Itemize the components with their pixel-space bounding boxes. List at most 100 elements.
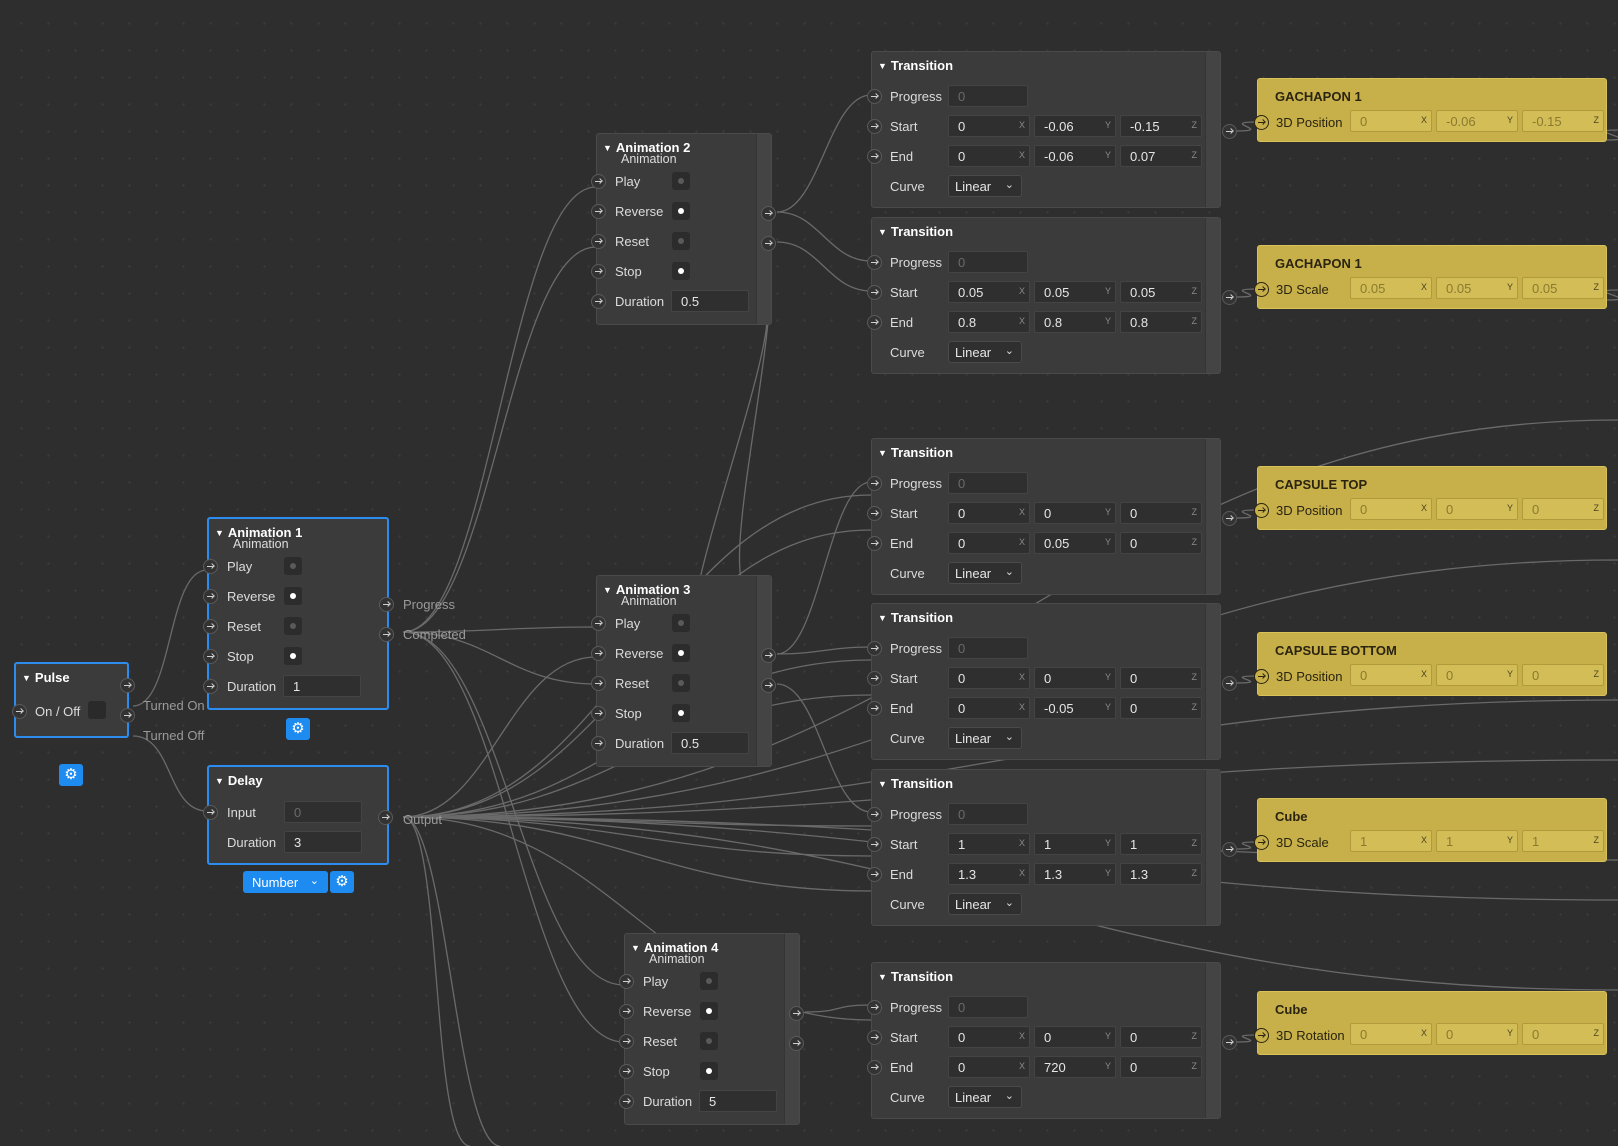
disclosure-triangle-icon[interactable]: ▼ (878, 61, 887, 71)
on-off-input-port[interactable] (12, 704, 27, 719)
curve-dropdown[interactable]: Linear⌄ (948, 341, 1022, 363)
anim1-stop-toggle[interactable] (284, 647, 302, 665)
disclosure-triangle-icon[interactable]: ▼ (878, 448, 887, 458)
end-input-port[interactable] (867, 701, 882, 716)
anim4-reset-toggle[interactable] (700, 1032, 718, 1050)
anim2-play-port[interactable] (591, 174, 606, 189)
anim4-stop-toggle[interactable] (700, 1062, 718, 1080)
anim2-reverse-toggle[interactable] (672, 202, 690, 220)
anim4-play-port[interactable] (619, 974, 634, 989)
patch-input-port[interactable] (1254, 1028, 1269, 1043)
progress-input-port[interactable] (867, 1000, 882, 1015)
anim3-play-toggle[interactable] (672, 614, 690, 632)
end-input-port[interactable] (867, 149, 882, 164)
progress-input-port[interactable] (867, 255, 882, 270)
anim3-duration-field[interactable]: 0.5 (671, 732, 749, 754)
start-input-port[interactable] (867, 506, 882, 521)
anim1-gear-icon[interactable]: ⚙ (286, 718, 310, 740)
disclosure-triangle-icon[interactable]: ▼ (878, 227, 887, 237)
anim1-duration-port[interactable] (203, 679, 218, 694)
progress-input-port[interactable] (867, 641, 882, 656)
transition-output-port[interactable] (1222, 676, 1237, 691)
anim4-reverse-toggle[interactable] (700, 1002, 718, 1020)
anim2-play-toggle[interactable] (672, 172, 690, 190)
disclosure-triangle-icon[interactable]: ▼ (22, 673, 31, 683)
anim3-reverse-toggle[interactable] (672, 644, 690, 662)
progress-field[interactable]: 0 (948, 803, 1028, 825)
anim3-output-port-1[interactable] (761, 678, 776, 693)
anim1-duration-field[interactable]: 1 (283, 675, 361, 697)
pulse-gear-icon[interactable]: ⚙ (59, 764, 83, 786)
progress-input-port[interactable] (867, 89, 882, 104)
start-input-port[interactable] (867, 119, 882, 134)
anim1-stop-port[interactable] (203, 649, 218, 664)
disclosure-triangle-icon[interactable]: ▼ (878, 613, 887, 623)
anim4-output-port-1[interactable] (789, 1036, 804, 1051)
anim3-stop-port[interactable] (591, 706, 606, 721)
anim3-play-port[interactable] (591, 616, 606, 631)
curve-dropdown[interactable]: Linear⌄ (948, 562, 1022, 584)
number-type-dropdown[interactable]: Number⌄ (243, 871, 328, 893)
progress-field[interactable]: 0 (948, 996, 1028, 1018)
anim4-reset-port[interactable] (619, 1034, 634, 1049)
anim1-play-port[interactable] (203, 559, 218, 574)
turned-off-port[interactable] (120, 708, 135, 723)
anim4-play-toggle[interactable] (700, 972, 718, 990)
curve-dropdown[interactable]: Linear⌄ (948, 175, 1022, 197)
start-input-port[interactable] (867, 671, 882, 686)
disclosure-triangle-icon[interactable]: ▼ (603, 585, 612, 595)
anim4-duration-port[interactable] (619, 1094, 634, 1109)
disclosure-triangle-icon[interactable]: ▼ (603, 143, 612, 153)
anim3-reset-toggle[interactable] (672, 674, 690, 692)
anim3-stop-toggle[interactable] (672, 704, 690, 722)
transition-output-port[interactable] (1222, 842, 1237, 857)
transition-output-port[interactable] (1222, 124, 1237, 139)
delay-input-field[interactable]: 0 (284, 801, 362, 823)
disclosure-triangle-icon[interactable]: ▼ (878, 972, 887, 982)
anim2-duration-field[interactable]: 0.5 (671, 290, 749, 312)
end-input-port[interactable] (867, 315, 882, 330)
patch-input-port[interactable] (1254, 669, 1269, 684)
disclosure-triangle-icon[interactable]: ▼ (215, 776, 224, 786)
anim1-reset-toggle[interactable] (284, 617, 302, 635)
